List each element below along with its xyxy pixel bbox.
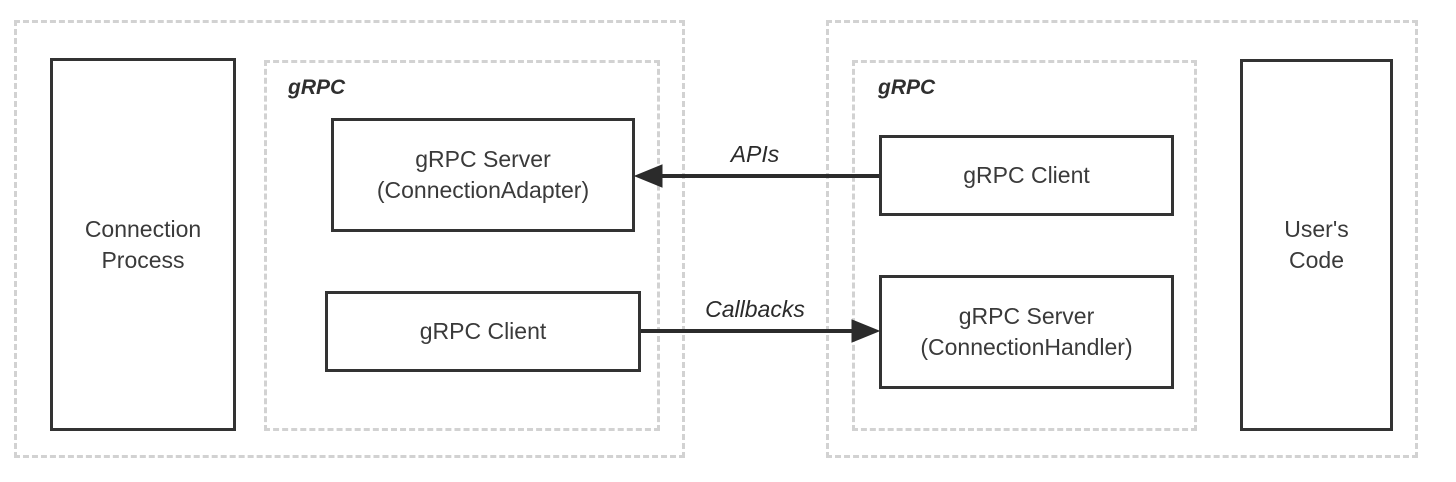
group-label-grpc-right: gRPC bbox=[878, 76, 936, 99]
group-grpc-left bbox=[264, 60, 660, 431]
node-grpc-server-connection-handler[interactable]: gRPC Server (ConnectionHandler) bbox=[879, 275, 1174, 389]
group-grpc-right bbox=[852, 60, 1197, 431]
node-connection-process[interactable]: Connection Process bbox=[50, 58, 236, 431]
edge-label-callbacks: Callbacks bbox=[705, 296, 805, 322]
node-grpc-client-left[interactable]: gRPC Client bbox=[325, 291, 641, 372]
edge-label-apis: APIs bbox=[730, 141, 780, 167]
node-users-code[interactable]: User's Code bbox=[1240, 59, 1393, 431]
group-connection-process-outer bbox=[14, 20, 685, 458]
node-grpc-client-right[interactable]: gRPC Client bbox=[879, 135, 1174, 216]
group-user-code-outer bbox=[826, 20, 1418, 458]
group-label-grpc-left: gRPC bbox=[288, 76, 346, 99]
node-grpc-server-connection-adapter[interactable]: gRPC Server (ConnectionAdapter) bbox=[331, 118, 635, 232]
